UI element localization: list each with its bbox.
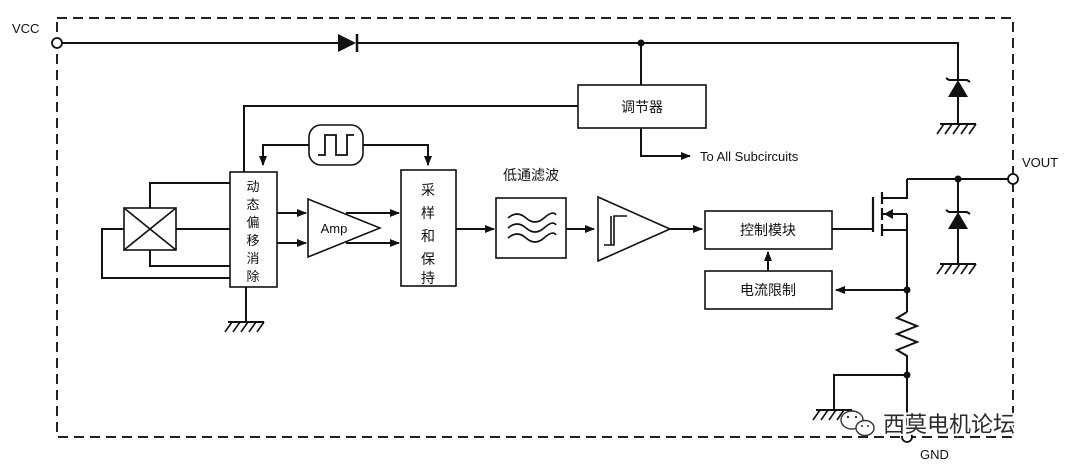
schmitt-comparator-block[interactable] [597,195,672,263]
amp-label: Amp [321,221,348,236]
lowpass-title: 低通滤波 [503,168,559,184]
vcc-rail [62,42,959,80]
hysteresis-icon [604,215,627,246]
sample-hold-label-char: 样 [421,206,435,222]
current-limit-block[interactable] [704,270,833,310]
filter-wave-icon [507,212,557,243]
gnd-pin[interactable]: GND [901,431,949,462]
chopper-block[interactable] [229,171,278,288]
local-ground-wire [833,374,907,410]
sense-resistor-icon [894,311,920,375]
hall-bottom-wire [149,250,230,267]
vout-label: VOUT [1022,155,1058,170]
lowpass-filter-block[interactable] [495,197,567,259]
sample-hold-block[interactable] [400,169,457,287]
chopper-label-char: 偏 [246,216,259,231]
ground-symbol-icon [224,321,265,333]
vcc-pin[interactable]: VCC [12,21,63,49]
ground-symbol-icon [936,263,977,275]
square-wave-icon [318,134,354,156]
ground-symbol-icon [936,123,977,135]
to-all-subcircuits-arrow [640,128,691,160]
vout-zener-icon [945,209,971,264]
sample-hold-label-char: 保 [421,252,435,268]
hall-cross-icon [123,207,177,251]
chopper-label-char: 消 [246,252,259,267]
hall-top-wire [149,182,230,208]
clock-to-sample-hold-wire [363,144,432,166]
chopper-label-char: 态 [246,198,259,213]
clock-to-chopper-wire [259,144,309,166]
hall-left-wire [101,228,230,279]
regulator-feed-wire [243,105,578,172]
sample-hold-label-char: 采 [421,183,435,199]
ground-symbol-icon [812,409,853,421]
regulator-label: 调节器 [621,100,663,116]
sample-hold-label-char: 持 [421,271,435,287]
watermark: 西莫电机论坛 [840,410,1017,440]
chopper-label-char: 除 [246,270,259,285]
vcc-label: VCC [12,21,39,36]
vout-pin[interactable]: VOUT [1007,155,1058,185]
amp-block[interactable]: Amp [307,197,383,259]
to-all-subcircuits-label: To All Subcircuits [700,149,799,164]
vcc-zener-icon [945,77,971,124]
wechat-logo-icon [840,410,875,437]
gate-drive-wire [832,200,874,230]
output-mosfet-icon [871,179,908,236]
control-module-label: 控制模块 [740,223,796,239]
current-limit-label: 电流限制 [740,283,796,299]
chopper-label-char: 动 [246,180,259,195]
watermark-text: 西莫电机论坛 [883,413,1015,438]
input-diode-icon [338,34,359,52]
sample-hold-label-char: 和 [421,229,435,245]
gnd-label: GND [920,447,949,462]
control-module-block[interactable] [704,210,833,250]
chopper-label-char: 移 [246,234,259,249]
regulator-block[interactable] [577,84,707,129]
